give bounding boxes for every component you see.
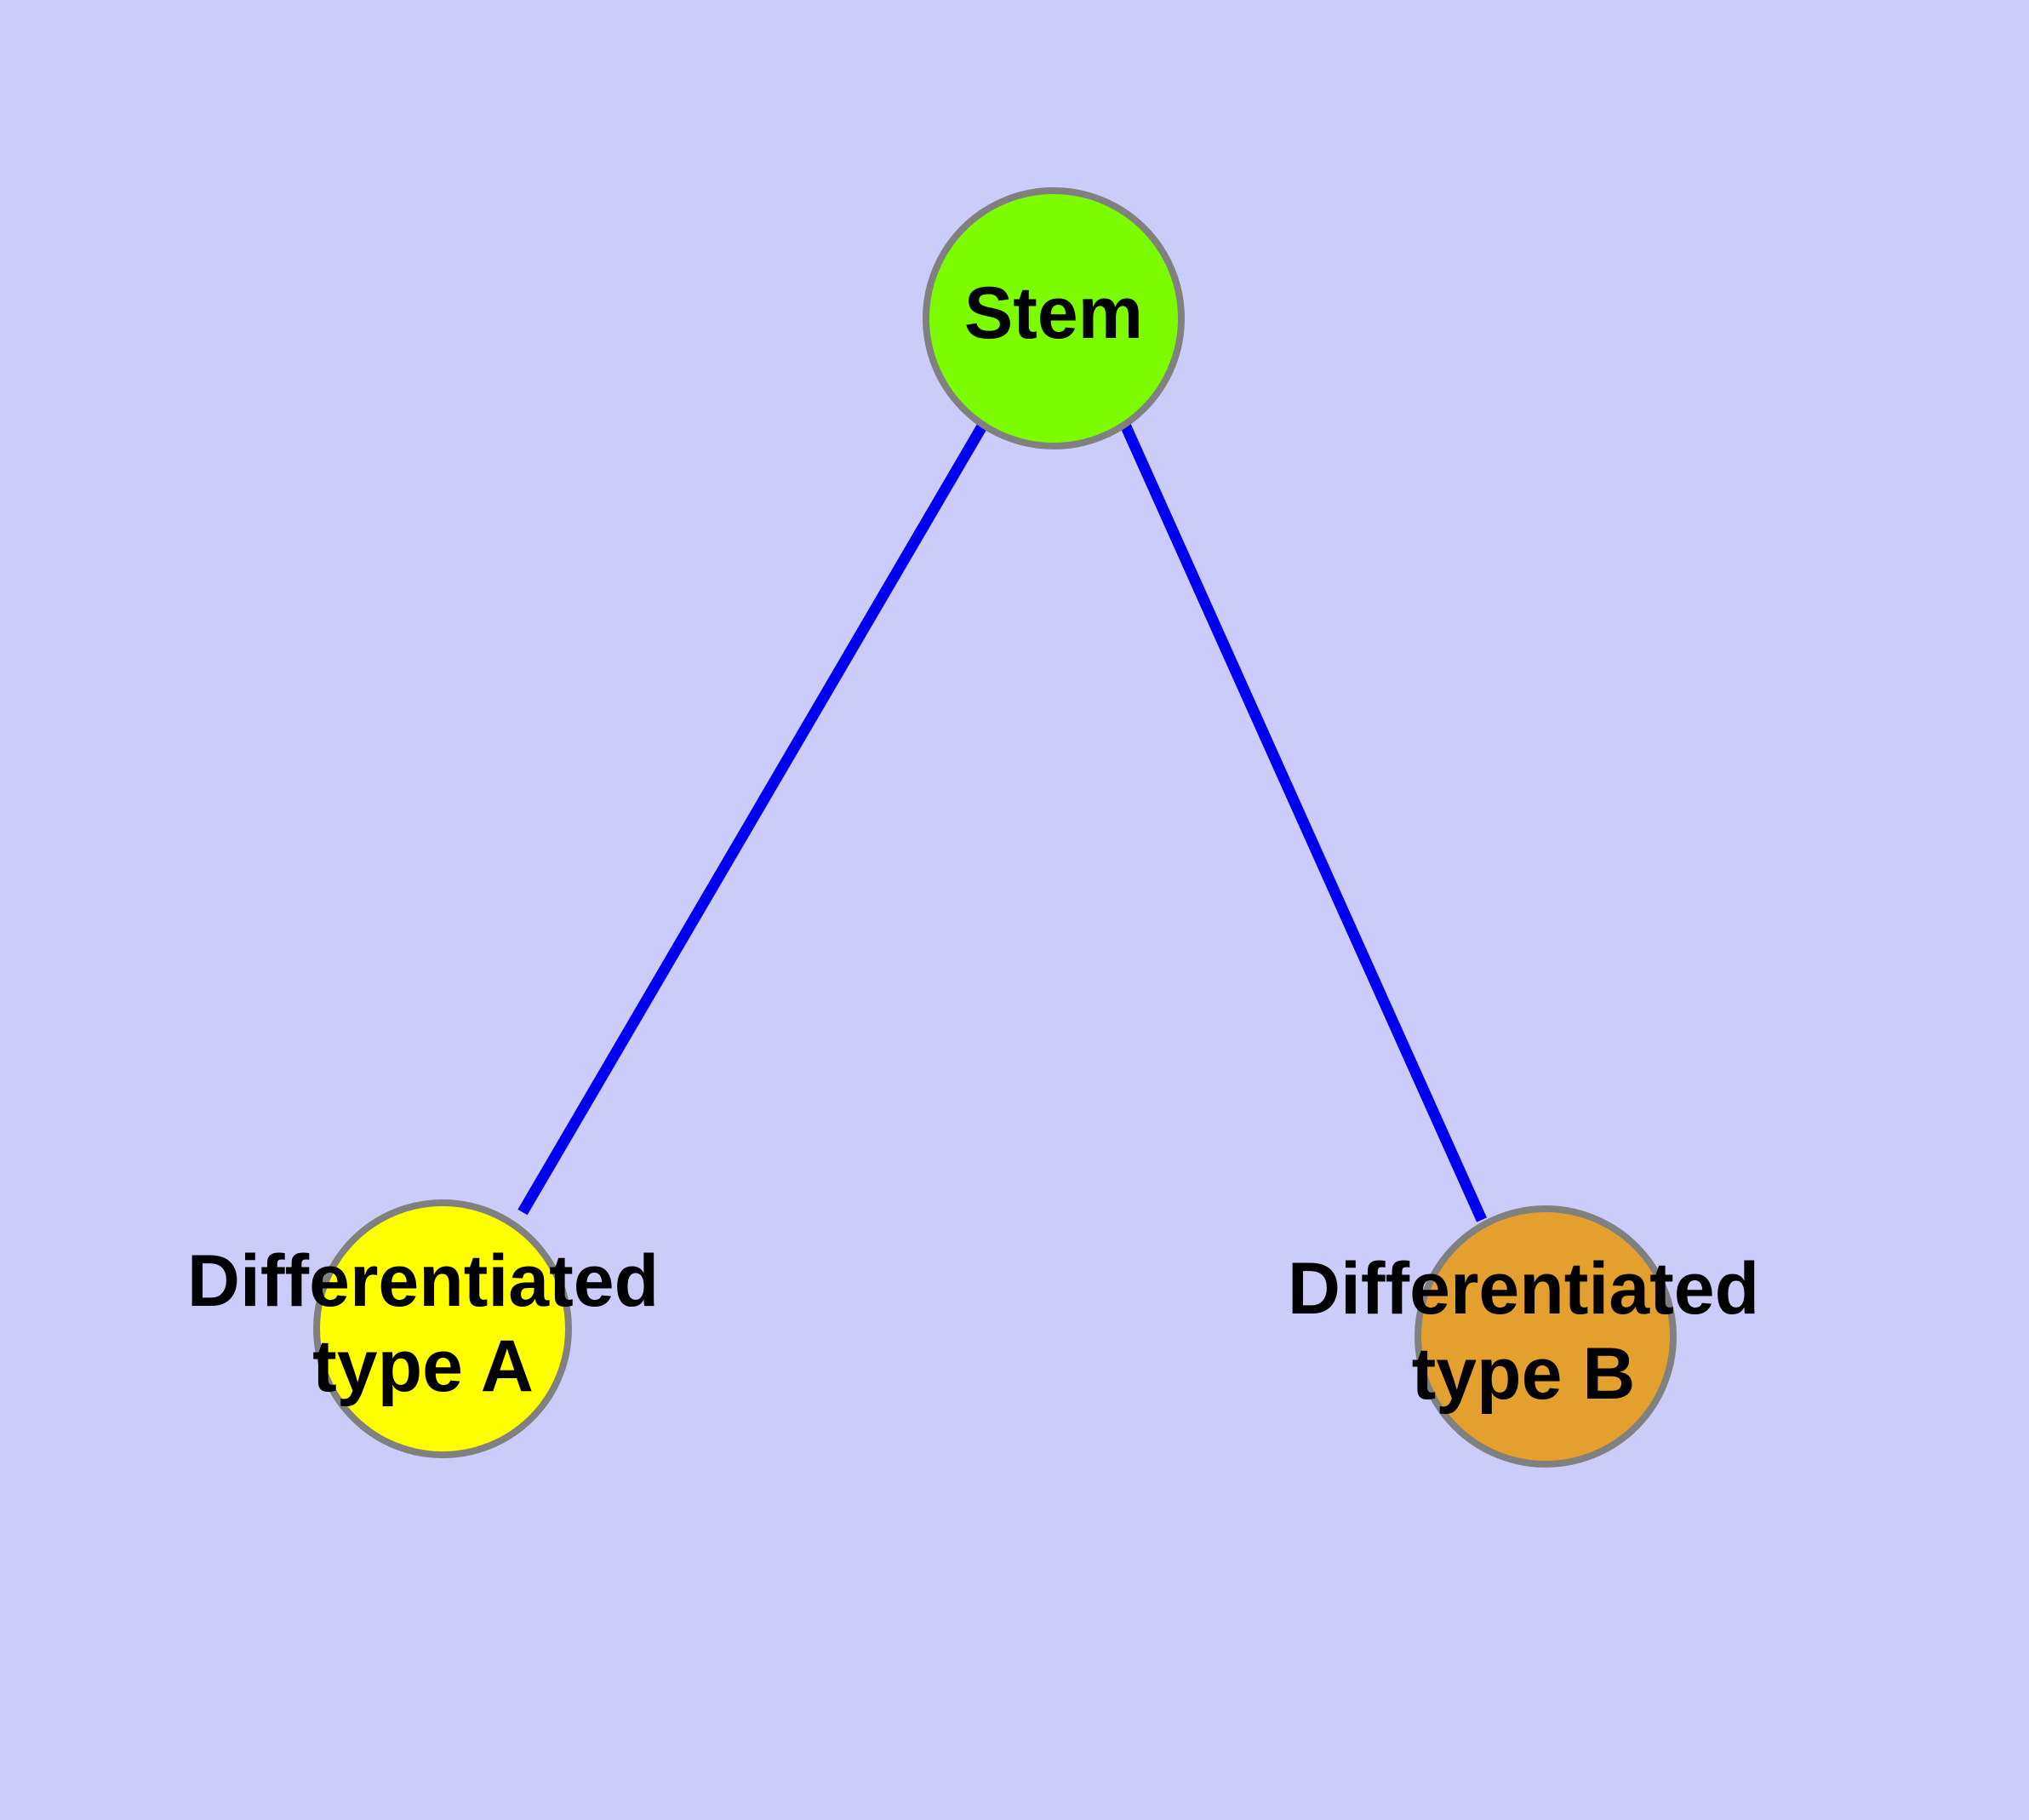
label-line: Differentiated [1288, 1248, 1759, 1330]
edge-group [517, 421, 1487, 1222]
label-line: type A [312, 1325, 534, 1407]
node-stem-label: Stem [964, 272, 1143, 354]
edge-stem-to-type-b[interactable] [1120, 422, 1487, 1222]
label-line: Stem [964, 272, 1143, 354]
node-differentiated-type-b-circle[interactable] [1415, 1205, 1677, 1468]
label-line: type B [1412, 1333, 1636, 1415]
node-stem[interactable]: Stem [923, 187, 1185, 449]
label-line: Differentiated [187, 1240, 659, 1322]
node-stem-circle[interactable] [923, 187, 1185, 449]
edge-stem-to-type-a[interactable] [517, 421, 988, 1216]
node-differentiated-type-a-circle[interactable] [313, 1199, 572, 1458]
